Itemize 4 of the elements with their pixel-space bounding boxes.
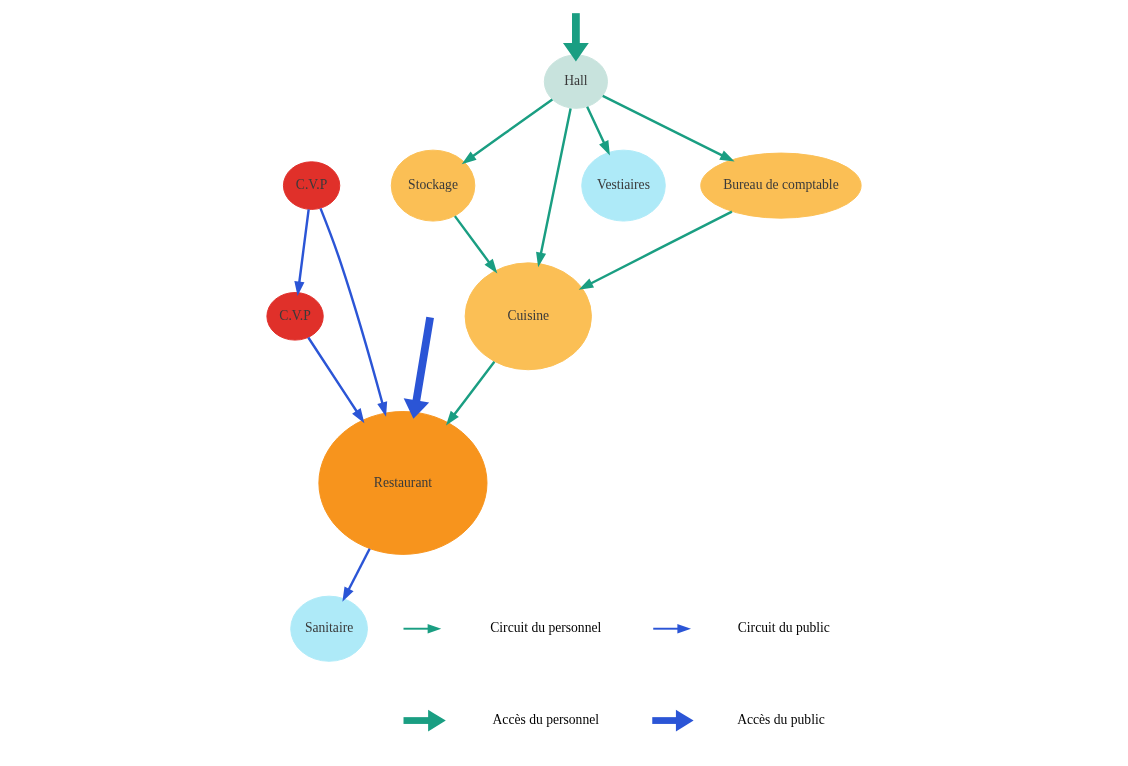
legend-label: Circuit du public [737, 620, 830, 636]
legend-label: Accès du public [737, 712, 825, 728]
legend-label: Circuit du personnel [490, 620, 602, 636]
legend-label: Accès du personnel [492, 712, 599, 728]
